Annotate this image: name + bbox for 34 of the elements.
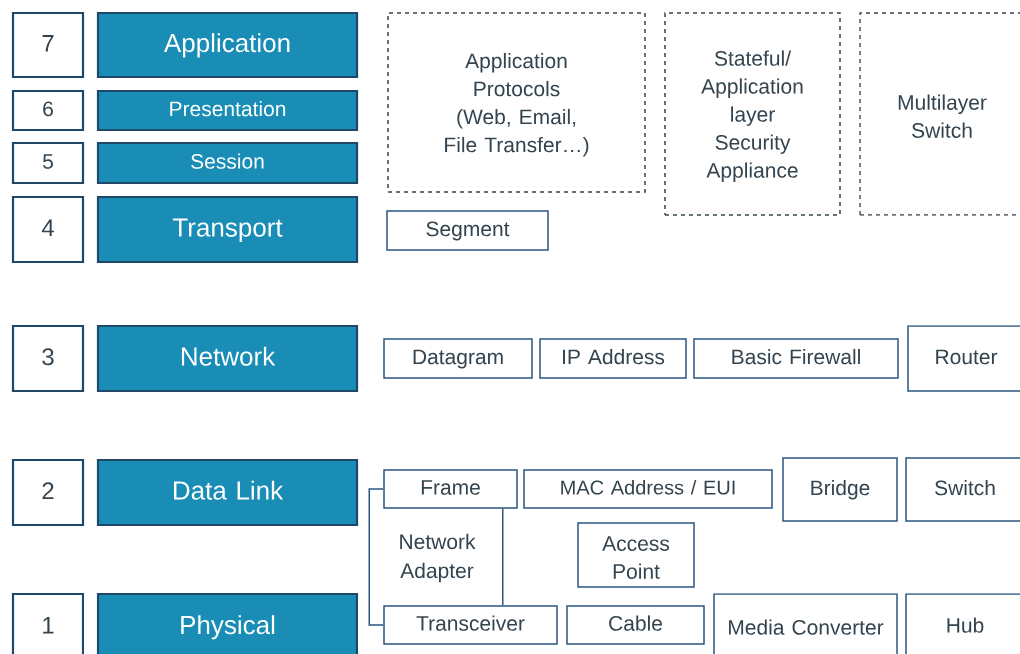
layer-box: Data Link [96, 458, 359, 527]
item-box: Router [907, 325, 1020, 392]
layer-number-box: 3 [11, 324, 85, 393]
layer-box: Transport [96, 195, 359, 264]
layer-number-box: 7 [11, 11, 85, 79]
layer-box: Presentation [96, 89, 359, 132]
layer-box: Physical [96, 592, 359, 654]
connector-line [368, 488, 384, 626]
device-box: Application Protocols (Web, Email, File Transfer…) [387, 12, 646, 193]
item-box: Media Converter [713, 593, 898, 654]
item-box: Frame [383, 469, 518, 509]
layer-box: Application [96, 11, 359, 79]
item-box: Access Point [577, 522, 695, 588]
device-box: Multilayer Switch [859, 12, 1020, 216]
item-box: MAC Address / EUI [523, 469, 773, 509]
layer-number-box: 1 [11, 592, 85, 654]
item-box: Switch [905, 457, 1020, 522]
layer-box: Session [96, 141, 359, 185]
label-text: Network Adapter [400, 533, 476, 583]
item-box: Cable [566, 605, 705, 645]
layer-number-box: 6 [11, 89, 85, 132]
device-box: Stateful/ Application layer Security Appliance [664, 12, 841, 216]
item-box: Transceiver [383, 605, 558, 645]
layer-number-box: 4 [11, 195, 85, 264]
item-box: Bridge [782, 457, 898, 522]
item-box: Segment [386, 210, 549, 251]
layer-number-box: 5 [11, 141, 85, 185]
connector-line [502, 508, 504, 606]
layer-box: Network [96, 324, 359, 393]
item-box: IP Address [539, 338, 687, 379]
item-box: Datagram [383, 338, 533, 379]
layer-number-box: 2 [11, 458, 85, 527]
item-box: Basic Firewall [693, 338, 899, 379]
item-box: Hub [905, 593, 1020, 654]
